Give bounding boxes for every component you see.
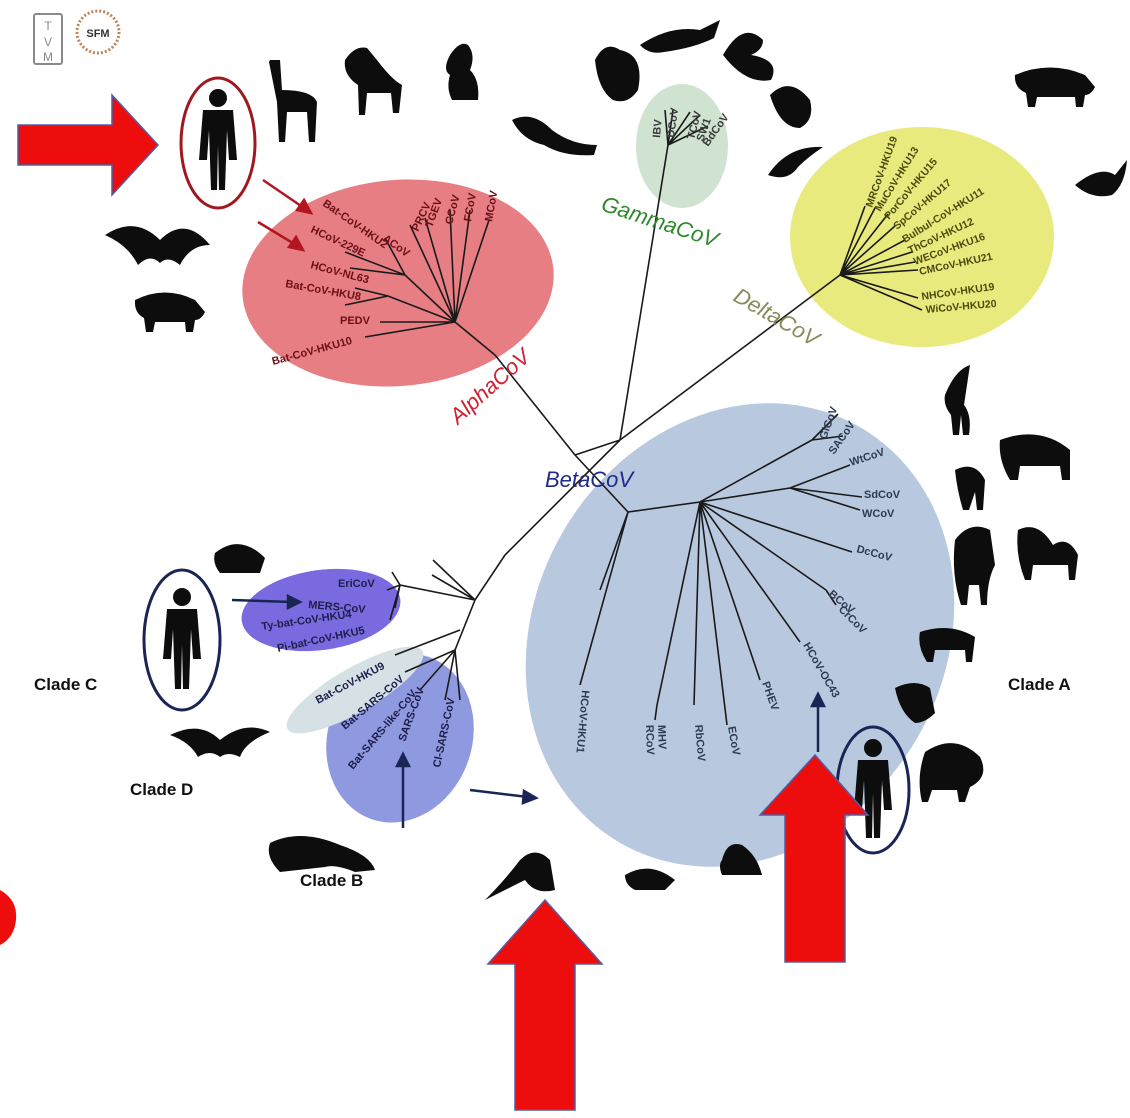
human-icon bbox=[163, 588, 201, 689]
svg-text:T: T bbox=[44, 19, 52, 33]
hedgehog-icon bbox=[214, 544, 265, 573]
cat-icon bbox=[446, 44, 478, 100]
leaf-ericov: EriCoV bbox=[338, 578, 375, 590]
red-arrow-right bbox=[18, 95, 158, 195]
mouse-icon bbox=[485, 853, 555, 901]
deltacov-cluster bbox=[790, 127, 1054, 347]
buffalo-icon bbox=[1000, 434, 1070, 480]
camel-icon bbox=[1017, 527, 1078, 580]
turkey-icon bbox=[770, 86, 811, 128]
horse-icon bbox=[920, 743, 984, 802]
whale-icon bbox=[640, 20, 720, 53]
leaf-sdcov: SdCoV bbox=[864, 489, 901, 501]
rat-icon bbox=[625, 869, 675, 890]
pig-icon bbox=[1015, 68, 1095, 108]
leaf-pedv: PEDV bbox=[340, 315, 371, 327]
svg-text:SFM: SFM bbox=[86, 28, 109, 40]
ferret-icon bbox=[512, 117, 597, 156]
bird-icon bbox=[1075, 160, 1127, 196]
clade-a-label: Clade A bbox=[1008, 675, 1071, 694]
clade-d-label: Clade D bbox=[130, 780, 193, 799]
chicken-icon bbox=[595, 47, 640, 102]
svg-text:M: M bbox=[43, 50, 53, 64]
pig-icon bbox=[135, 293, 205, 333]
giraffe-icon bbox=[945, 365, 970, 435]
llama-icon bbox=[269, 60, 317, 142]
red-arc-fragment bbox=[0, 890, 16, 945]
dolphin-icon bbox=[768, 147, 823, 177]
sfm-logo: SFM bbox=[77, 11, 119, 53]
leaf-mhv: MHV bbox=[655, 725, 668, 751]
bat-icon bbox=[105, 226, 210, 265]
antelope-icon bbox=[955, 467, 985, 510]
gammacov-cluster bbox=[636, 84, 728, 208]
leaf-rcov: RCoV bbox=[643, 725, 656, 756]
red-arrow-up-hku1 bbox=[488, 900, 602, 1110]
human-icon bbox=[199, 89, 237, 190]
dog-icon bbox=[345, 48, 402, 116]
clade-b-label: Clade B bbox=[300, 871, 363, 890]
bat-icon bbox=[170, 728, 270, 758]
deer-icon bbox=[954, 527, 995, 605]
svg-text:V: V bbox=[44, 35, 52, 49]
leaf-wcov: WCoV bbox=[862, 508, 895, 520]
clade-c-label: Clade C bbox=[34, 675, 97, 694]
civet-icon bbox=[269, 836, 375, 872]
tvm-logo: T V M bbox=[34, 14, 62, 64]
duck-icon bbox=[723, 33, 774, 81]
leaf-ibv: IBV bbox=[651, 118, 665, 138]
betacov-label: BetaCoV bbox=[545, 467, 635, 492]
